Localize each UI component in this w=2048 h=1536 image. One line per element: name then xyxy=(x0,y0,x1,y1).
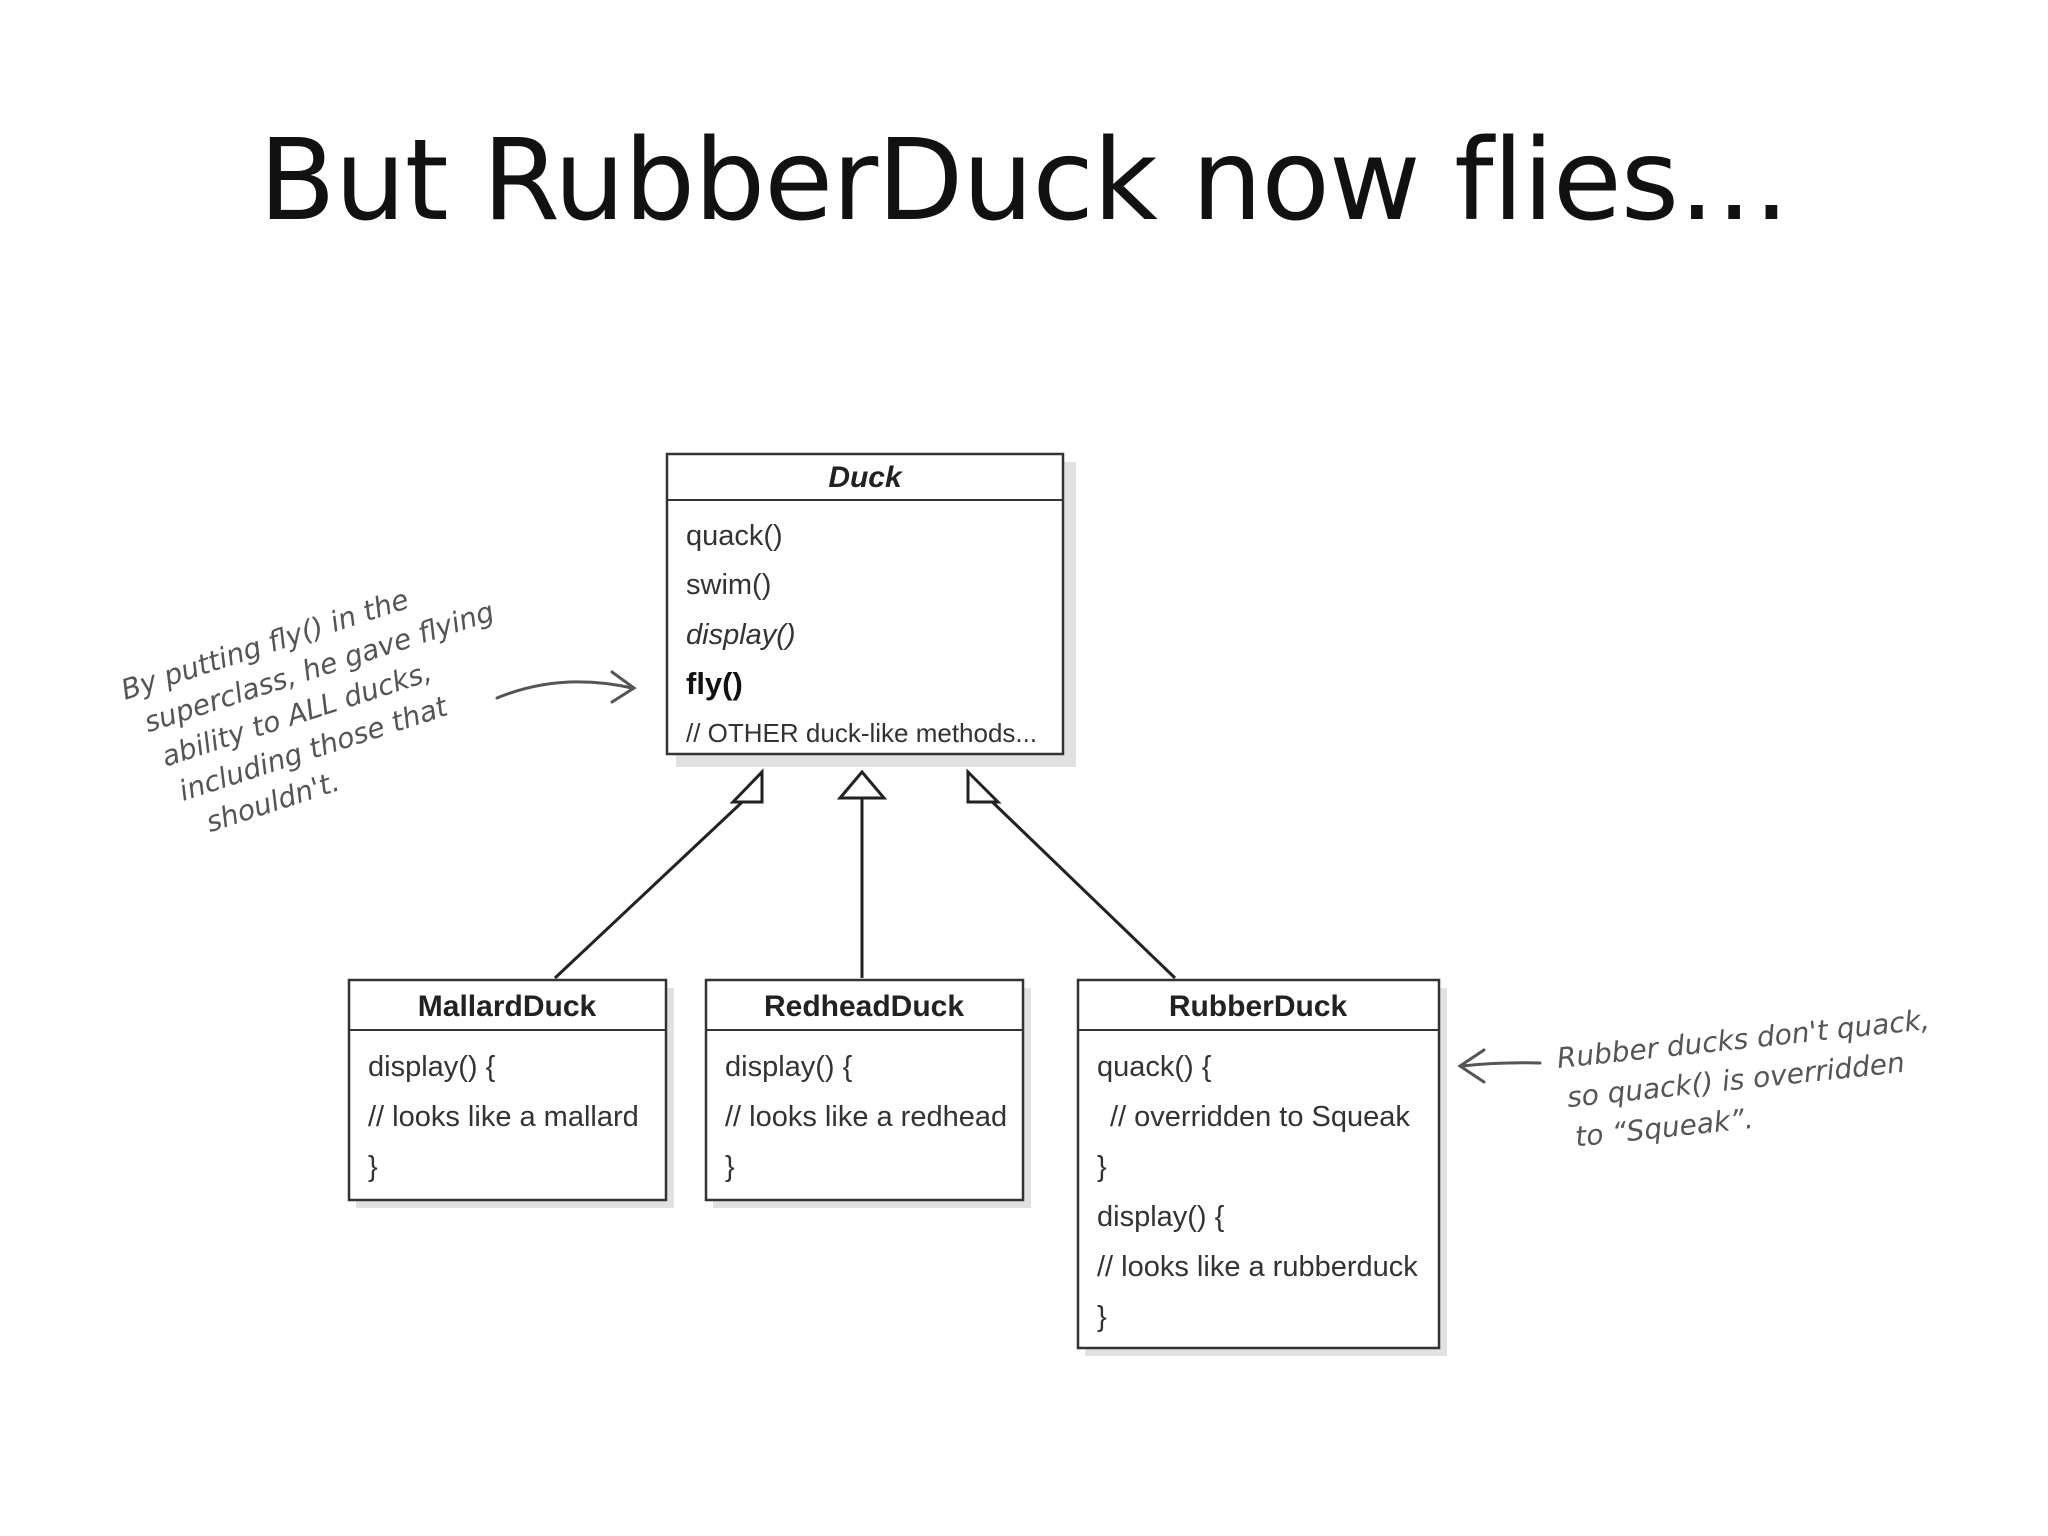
duck-class-box: Duck quack() swim() display() fly() // O… xyxy=(665,452,1076,767)
left-annotation-arrow xyxy=(495,670,637,704)
left-annotation: By putting fly() in the superclass, he g… xyxy=(117,583,498,839)
edge-rubber-to-duck xyxy=(980,790,1177,980)
rubberduck-member-4: display() { xyxy=(1097,1201,1225,1233)
generalization-arrowhead-left xyxy=(729,768,764,804)
duck-member-fly: fly() xyxy=(686,666,743,701)
rubberduck-member-3: } xyxy=(1097,1151,1107,1183)
rubberduck-class-box: RubberDuck quack() { // overridden to Sq… xyxy=(1076,978,1447,1356)
duck-class-name: Duck xyxy=(828,461,903,494)
duck-member-display: display() xyxy=(686,619,796,651)
mallardduck-member-1: display() { xyxy=(368,1051,496,1083)
mallardduck-class-name: MallardDuck xyxy=(418,990,597,1023)
mallardduck-member-2: // looks like a mallard xyxy=(368,1101,639,1133)
rubberduck-member-2: // overridden to Squeak xyxy=(1110,1101,1410,1133)
redheadduck-member-3: } xyxy=(725,1151,735,1183)
redheadduck-class-name: RedheadDuck xyxy=(764,990,964,1023)
edge-mallard-to-duck xyxy=(553,788,757,980)
right-annotation-arrow xyxy=(1457,1048,1542,1084)
slide-title: But RubberDuck now flies… xyxy=(258,116,1790,246)
redheadduck-member-2: // looks like a redhead xyxy=(725,1101,1007,1133)
redheadduck-member-1: display() { xyxy=(725,1051,853,1083)
rubberduck-member-5: // looks like a rubberduck xyxy=(1097,1251,1418,1283)
redheadduck-class-box: RedheadDuck display() { // looks like a … xyxy=(704,978,1031,1208)
duck-member-other-methods: // OTHER duck-like methods... xyxy=(686,718,1037,748)
generalization-arrowhead-right xyxy=(966,768,1002,804)
inheritance-edges xyxy=(553,768,1177,980)
rubberduck-class-name: RubberDuck xyxy=(1169,990,1348,1023)
mallardduck-member-3: } xyxy=(368,1151,378,1183)
rubberduck-member-6: } xyxy=(1097,1301,1107,1333)
generalization-arrowhead-center xyxy=(836,769,888,800)
mallardduck-class-box: MallardDuck display() { // looks like a … xyxy=(347,978,674,1208)
right-annotation: Rubber ducks don't quack, so quack() is … xyxy=(1555,1003,1931,1153)
rubberduck-member-1: quack() { xyxy=(1097,1051,1212,1083)
duck-member-swim: swim() xyxy=(686,569,771,601)
duck-member-quack: quack() xyxy=(686,520,783,552)
